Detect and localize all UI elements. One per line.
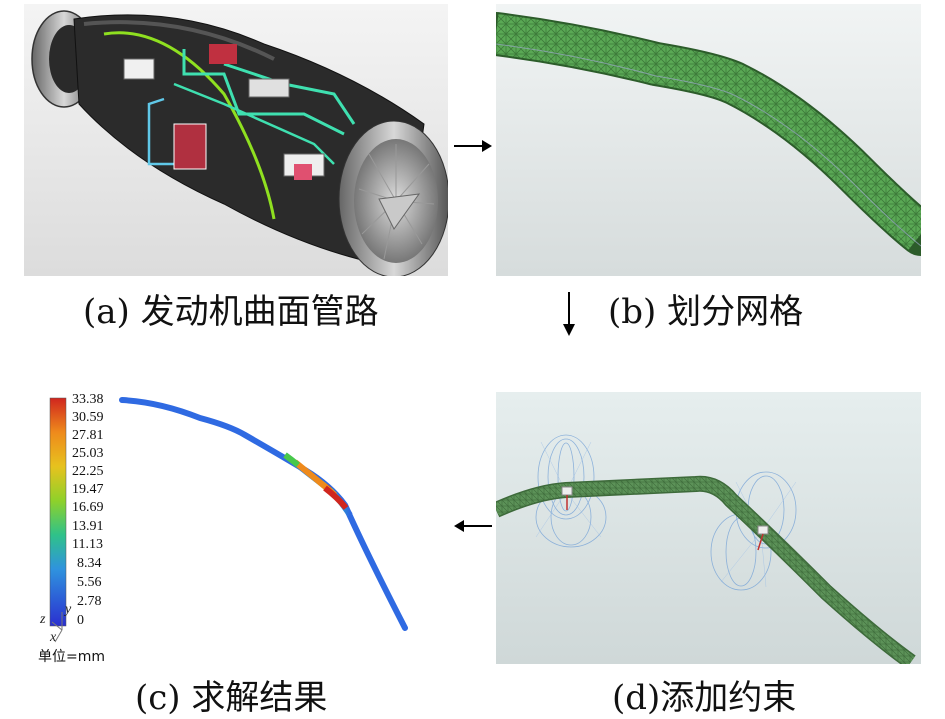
colorbar-label: 33.38 [72,392,104,407]
colorbar-label: 25.03 [72,446,104,461]
arrow-down-icon [563,292,575,336]
colorbar-label: 22.25 [72,464,104,479]
caption-d: (d)添加约束 [612,678,797,718]
caption-c: (c) 求解结果 [135,678,328,718]
colorbar-label: 8.34 [77,556,102,571]
colorbar-label: 0 [77,613,84,628]
axis-z-label: z [40,612,46,627]
colorbar-label: 19.47 [72,482,104,497]
colorbar-label: 16.69 [72,500,104,515]
colorbar-label: 5.56 [77,575,102,590]
panel-result [40,390,420,670]
panel-constraints [496,392,921,664]
caption-b: (b) 划分网格 [608,292,804,332]
arrow-left-icon [454,520,492,532]
colorbar-label: 11.13 [72,537,103,552]
panel-mesh [496,4,921,276]
colorbar-label: 2.78 [77,594,102,609]
colorbar-label: 30.59 [72,410,104,425]
arrow-right-icon [454,140,492,152]
colorbar-label: 27.81 [72,428,104,443]
axis-x-label: x [50,630,57,645]
axis-y-label: y [65,602,72,617]
colorbar-label: 13.91 [72,519,104,534]
panel-engine-pipes [24,4,448,276]
unit-label: 单位=mm [38,649,106,665]
caption-a: (a) 发动机曲面管路 [83,292,379,332]
